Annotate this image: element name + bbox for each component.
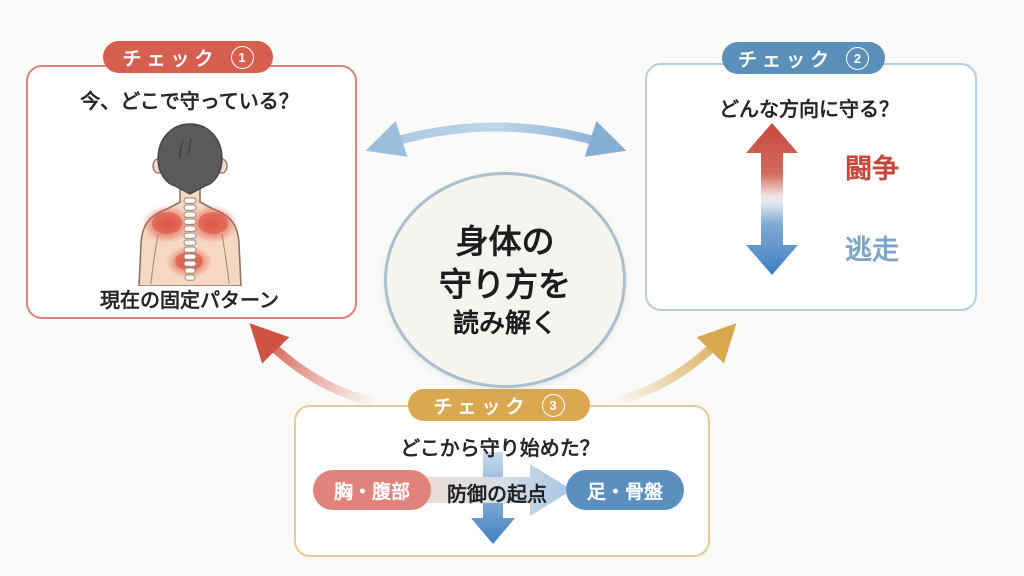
defense-origin-label: 防御の起点 [447, 484, 547, 506]
chest-abdomen-pill: 胸・腹部 [313, 470, 431, 510]
central-title-line1: 身体の [455, 222, 555, 260]
check1-badge: チェック 1 [103, 41, 273, 73]
feedback-arrow-to-check1-icon [249, 323, 375, 407]
flight-label: 逃走 [845, 235, 899, 265]
feedback-arrow-to-check2-icon [611, 323, 737, 407]
check2-badge: チェック 2 [722, 42, 885, 74]
feet-pelvis-pill: 足・骨盤 [566, 470, 684, 510]
cycle-double-arrow-icon [365, 120, 627, 157]
circled-number-3-icon: 3 [541, 393, 565, 417]
defense-origin-right-arrow-icon [426, 464, 572, 516]
check2-badge-label: チェック [737, 49, 834, 71]
check2-question: どんな方向に守る？ [719, 99, 899, 121]
central-title-line3: 読み解く [452, 307, 557, 338]
fight-label: 闘争 [845, 154, 899, 184]
check3-question: どこから守り始めた？ [400, 438, 600, 460]
circled-number-2-icon: 2 [846, 46, 869, 70]
circled-number-1-icon: 1 [230, 45, 254, 69]
central-title-circle: 身体の 守り方を 読み解く [384, 172, 626, 388]
body-back-illustration [138, 123, 242, 286]
check1-question: 今、どこで守っている？ [80, 91, 299, 113]
central-title-line2: 守り方を [439, 266, 571, 304]
check1-badge-label: チェック [122, 48, 219, 70]
fight-flight-double-arrow-icon [746, 123, 798, 275]
check3-badge: チェック 3 [408, 389, 590, 421]
check1-caption: 現在の固定パターン [100, 290, 279, 312]
check3-badge-label: チェック [433, 396, 530, 418]
